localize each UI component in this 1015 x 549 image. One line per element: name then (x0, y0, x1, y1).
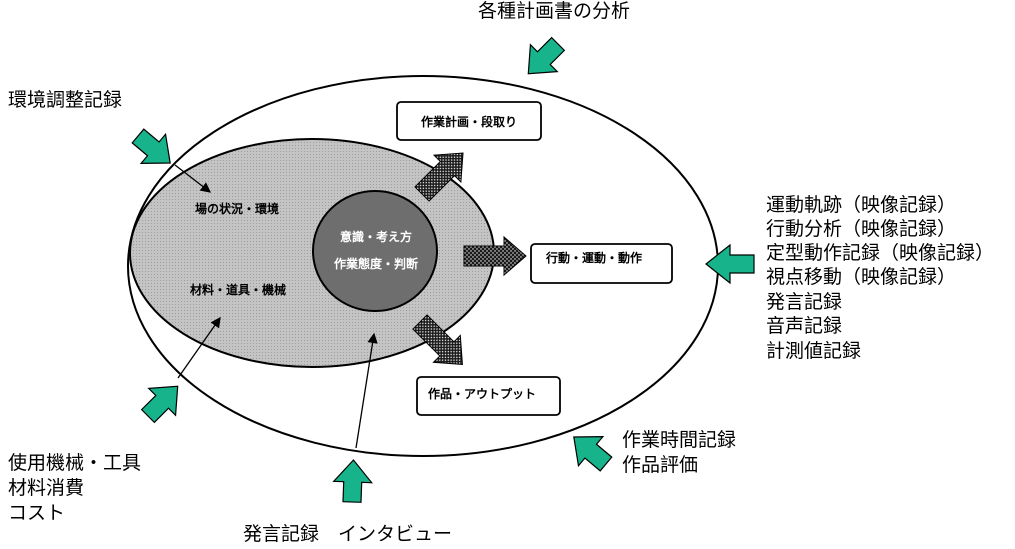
action-box (530, 243, 673, 284)
left-top-green-arrow (131, 128, 171, 165)
left-top-label: 環境調整記録 (8, 89, 122, 111)
product-box-label: 作品・アウトプット (428, 386, 536, 401)
bottom-green-arrow (332, 459, 373, 503)
left-bottom-label-2: 材料消費 (8, 477, 84, 499)
core-label-2: 作業態度・判断 (334, 256, 418, 271)
right-green-arrow (705, 243, 755, 285)
right-label-5: 発言記録 (766, 291, 842, 313)
plan-box (396, 101, 542, 141)
core-label-1: 意識・考え方 (340, 229, 412, 244)
env-arrow (174, 164, 212, 193)
top-label: 各種計画書の分析 (478, 0, 630, 22)
right-label-4: 視点移動（映像記録） (766, 266, 956, 288)
left-bottom-label-1: 使用機械・工具 (8, 452, 141, 474)
bottom-right-label-2: 作品評価 (622, 454, 698, 476)
env-label: 場の状況・環境 (195, 201, 279, 216)
action-box-label: 行動・運動・動作 (545, 250, 642, 265)
right-label-6: 音声記録 (766, 315, 842, 337)
right-label-1: 運動軌跡（映像記録） (766, 194, 956, 216)
left-bottom-label-3: コスト (8, 502, 65, 524)
product-box (416, 376, 561, 416)
bottom-right-label-1: 作業時間記録 (622, 429, 736, 451)
bottom-label: 発言記録 インタビュー (243, 523, 452, 545)
plan-dotted-arrow (414, 152, 464, 202)
interview-arrow (355, 332, 378, 449)
product-dotted-arrow (412, 314, 463, 365)
action-dotted-arrow (463, 235, 527, 277)
plan-box-label: 作業計画・段取り (421, 114, 517, 129)
right-label-7: 計測値記録 (766, 340, 861, 362)
materials-arrow (177, 316, 221, 379)
top-green-arrow (527, 36, 566, 75)
right-label-2: 行動分析（映像記録） (766, 218, 956, 240)
materials-label: 材料・道具・機械 (189, 282, 286, 297)
left-bottom-green-arrow (140, 385, 179, 424)
core-circle (312, 190, 438, 312)
bottom-right-green-arrow (573, 435, 613, 472)
right-label-3: 定型動作記録（映像記録） (766, 242, 994, 264)
